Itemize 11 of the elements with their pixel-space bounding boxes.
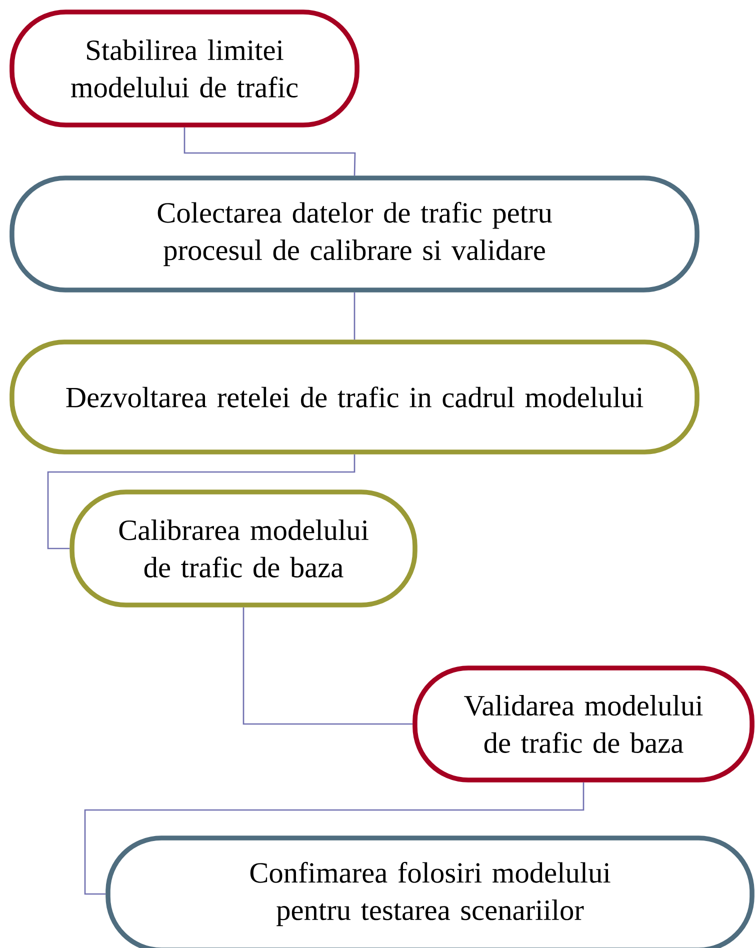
connector-line — [242, 607, 413, 725]
process-box: Calibrarea modelului de trafic de baza — [70, 490, 418, 608]
process-box: Validarea modelului de trafic de baza — [412, 666, 754, 782]
process-box: Colectarea datelor de trafic petru procesul de calibrare si validare — [10, 176, 700, 292]
process-box: Confimarea folosiri modelului pentru testarea scenariilor — [106, 836, 754, 948]
connector-line — [354, 292, 356, 340]
process-box: Stabilirea limitei modelului de trafic — [10, 10, 360, 128]
connector-line — [84, 782, 584, 895]
process-box: Dezvoltarea retelei de trafic in cadrul modelului — [10, 340, 700, 454]
connector-line — [47, 454, 356, 550]
connector-line — [184, 127, 356, 176]
